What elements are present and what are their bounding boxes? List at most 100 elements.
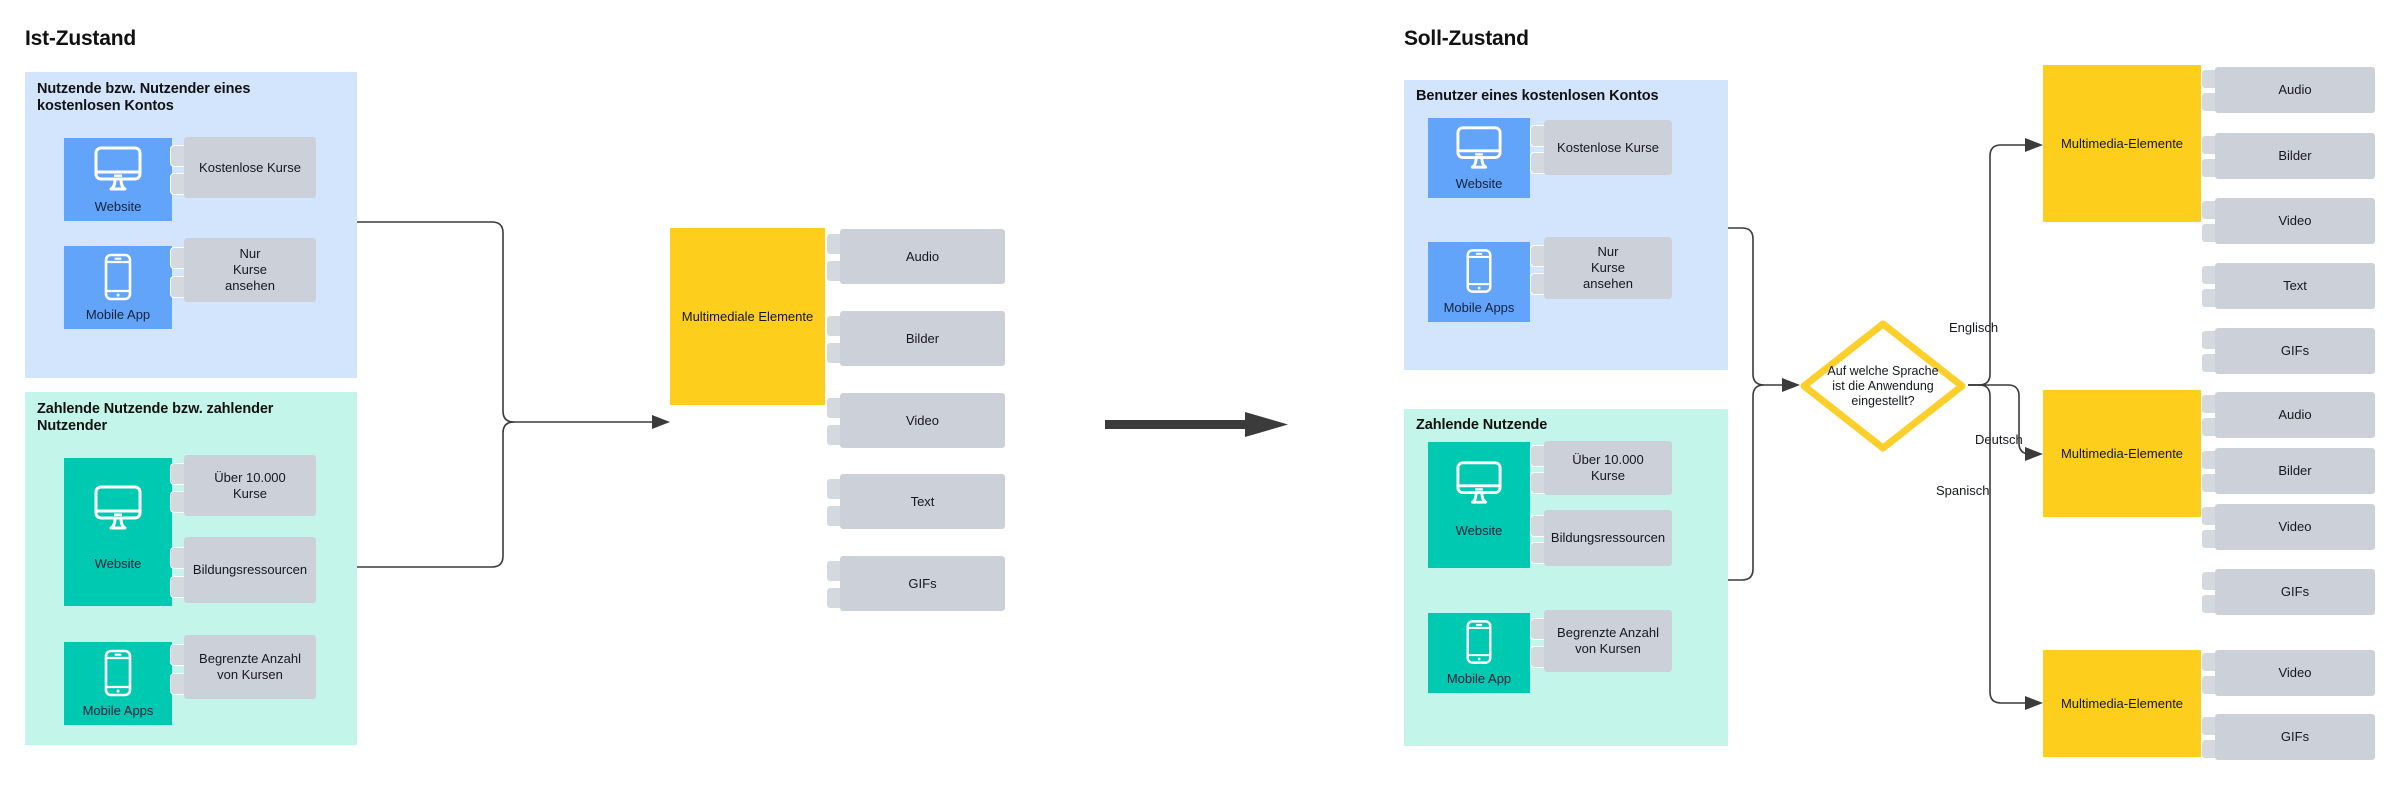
branch-label-deutsch: Deutsch <box>1973 432 2025 447</box>
right-output-item: Video <box>2215 504 2375 550</box>
right-free-website-tile[interactable]: Website <box>1428 118 1530 198</box>
left-paying-website-label: Website <box>94 556 142 571</box>
right-en-item-text-wrap: Text <box>2201 263 2375 309</box>
right-paying-mobile-label: Mobile App <box>1446 671 1512 686</box>
right-de-item-gifs-wrap: GIFs <box>2201 569 2375 615</box>
left-paying-note-a-wrap: Über 10.000 Kurse <box>170 455 316 516</box>
branch-label-spanisch: Spanisch <box>1934 483 1992 498</box>
left-paying-mobile-label: Mobile Apps <box>82 703 154 718</box>
wire-left-blue-to-process <box>357 221 652 423</box>
left-section-title: Ist-Zustand <box>25 27 136 50</box>
right-output-item: Text <box>2215 263 2375 309</box>
left-group-paying-users: Zahlende Nutzende bzw. zahlender Nutzend… <box>25 392 357 745</box>
left-paying-note-resources: Bildungsressourcen <box>184 537 316 603</box>
right-output-german-block: Multimedia-Elemente <box>2043 390 2201 517</box>
left-output-item: GIFs <box>840 556 1005 611</box>
left-output-item: Audio <box>840 229 1005 284</box>
right-es-item-video-wrap: Video <box>2201 650 2375 696</box>
branch-label-englisch: Englisch <box>1947 320 2001 335</box>
mobile-phone-icon <box>1428 613 1530 671</box>
decision-language-diamond[interactable]: Auf welche Sprache ist die Anwendung ein… <box>1798 318 1968 454</box>
right-output-item: Bilder <box>2215 133 2375 179</box>
right-output-item: GIFs <box>2215 569 2375 615</box>
diamond-shape-icon <box>1800 320 1966 452</box>
left-paying-mobile-note-wrap: Begrenzte Anzahl von Kursen <box>170 635 316 699</box>
left-free-mobile-note-wrap: Nur Kurse ansehen <box>170 238 316 302</box>
right-free-mobile-note-wrap: Nur Kurse ansehen <box>1530 237 1672 299</box>
right-free-website-label: Website <box>1455 176 1503 191</box>
left-output-video-wrap: Video <box>826 393 1005 448</box>
left-paying-note-courses: Über 10.000 Kurse <box>184 455 316 516</box>
right-output-item: GIFs <box>2215 328 2375 374</box>
right-en-item-video-wrap: Video <box>2201 198 2375 244</box>
left-process-multimedia: Multimediale Elemente <box>670 228 825 405</box>
right-de-item-video-wrap: Video <box>2201 504 2375 550</box>
left-free-website-label: Website <box>94 199 142 214</box>
right-free-website-note-wrap: Kostenlose Kurse <box>1530 120 1672 175</box>
right-free-mobile-label: Mobile Apps <box>1443 300 1515 315</box>
left-output-gifs-wrap: GIFs <box>826 556 1005 611</box>
left-free-mobile-note: Nur Kurse ansehen <box>184 238 316 302</box>
desktop-monitor-icon <box>64 138 172 199</box>
wire-left-teal-to-process <box>357 421 515 568</box>
left-output-bilder-wrap: Bilder <box>826 311 1005 366</box>
right-output-item: Bilder <box>2215 448 2375 494</box>
left-paying-website-tile[interactable]: Website <box>64 458 172 606</box>
right-output-item: Audio <box>2215 392 2375 438</box>
right-paying-note-courses: Über 10.000 Kurse <box>1544 441 1672 495</box>
left-output-item: Video <box>840 393 1005 448</box>
left-free-mobile-tile[interactable]: Mobile App <box>64 246 172 329</box>
right-free-mobile-note: Nur Kurse ansehen <box>1544 237 1672 299</box>
right-paying-website-tile[interactable]: Website <box>1428 442 1530 568</box>
right-output-item: Video <box>2215 650 2375 696</box>
right-free-website-note: Kostenlose Kurse <box>1544 120 1672 175</box>
arrow-head-icon <box>652 415 670 429</box>
left-free-mobile-label: Mobile App <box>85 307 151 322</box>
right-paying-note-a-wrap: Über 10.000 Kurse <box>1530 441 1672 495</box>
mobile-phone-icon <box>64 246 172 307</box>
right-de-item-bilder-wrap: Bilder <box>2201 448 2375 494</box>
wire-right-teal-to-decision <box>1728 384 1765 581</box>
right-group-free-account: Benutzer eines kostenlosen Kontos Websit… <box>1404 80 1728 370</box>
left-free-website-tile[interactable]: Website <box>64 138 172 221</box>
right-output-item: Video <box>2215 198 2375 244</box>
right-paying-mobile-note: Begrenzte Anzahl von Kursen <box>1544 610 1672 672</box>
left-paying-mobile-tile[interactable]: Mobile Apps <box>64 642 172 725</box>
right-group-free-account-title: Benutzer eines kostenlosen Kontos <box>1416 88 1659 104</box>
left-free-website-note: Kostenlose Kurse <box>184 137 316 198</box>
right-de-item-audio-wrap: Audio <box>2201 392 2375 438</box>
right-group-paying-users: Zahlende Nutzende Website Über 10.000 Ku… <box>1404 409 1728 746</box>
right-en-item-bilder-wrap: Bilder <box>2201 133 2375 179</box>
left-paying-mobile-note: Begrenzte Anzahl von Kursen <box>184 635 316 699</box>
mobile-phone-icon <box>64 642 172 703</box>
arrow-head-icon <box>2025 447 2043 461</box>
right-paying-note-resources: Bildungsressourcen <box>1544 510 1672 566</box>
right-paying-mobile-note-wrap: Begrenzte Anzahl von Kursen <box>1530 610 1672 672</box>
desktop-monitor-icon <box>1428 118 1530 176</box>
right-output-item: GIFs <box>2215 714 2375 760</box>
right-group-paying-users-title: Zahlende Nutzende <box>1416 417 1548 433</box>
left-paying-note-b-wrap: Bildungsressourcen <box>170 537 316 603</box>
left-output-item: Bilder <box>840 311 1005 366</box>
left-free-website-note-wrap: Kostenlose Kurse <box>170 137 316 198</box>
right-arrow-icon <box>1105 405 1295 450</box>
left-group-free-account-title: Nutzende bzw. Nutzender eines kostenlose… <box>37 81 251 114</box>
desktop-monitor-icon <box>1428 442 1530 523</box>
left-output-item: Text <box>840 474 1005 529</box>
right-paying-note-b-wrap: Bildungsressourcen <box>1530 510 1672 566</box>
left-group-free-account: Nutzende bzw. Nutzender eines kostenlose… <box>25 72 357 378</box>
right-output-english-block: Multimedia-Elemente <box>2043 65 2201 222</box>
right-free-mobile-tile[interactable]: Mobile Apps <box>1428 242 1530 322</box>
left-output-audio-wrap: Audio <box>826 229 1005 284</box>
right-en-item-audio-wrap: Audio <box>2201 67 2375 113</box>
arrow-head-icon <box>2025 138 2043 152</box>
right-output-spanish-block: Multimedia-Elemente <box>2043 650 2201 757</box>
desktop-monitor-icon <box>64 458 172 556</box>
mobile-phone-icon <box>1428 242 1530 300</box>
right-output-item: Audio <box>2215 67 2375 113</box>
wire-right-blue-to-decision <box>1728 227 1782 386</box>
decision-question: Auf welche Sprache ist die Anwendung ein… <box>1827 363 1939 408</box>
right-paying-mobile-tile[interactable]: Mobile App <box>1428 613 1530 693</box>
left-group-paying-users-title: Zahlende Nutzende bzw. zahlender Nutzend… <box>37 401 274 434</box>
arrow-head-icon <box>2025 696 2043 710</box>
